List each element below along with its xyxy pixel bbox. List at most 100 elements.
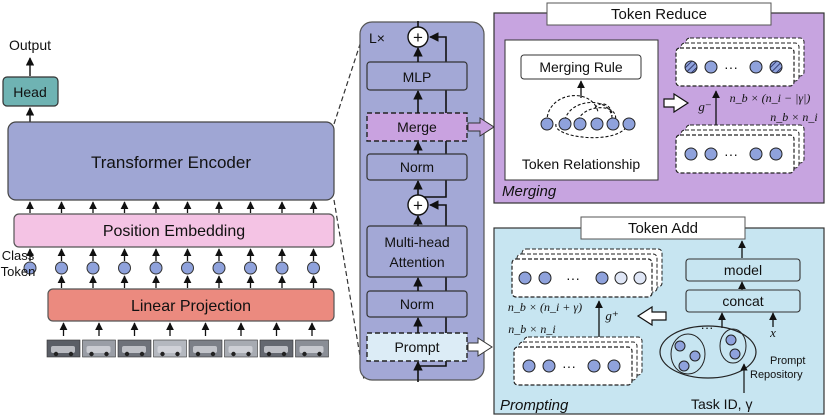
zoom-line-top bbox=[333, 31, 365, 125]
reduced-stack-front bbox=[675, 47, 795, 87]
input-token bbox=[149, 261, 163, 275]
token bbox=[633, 271, 647, 285]
norm-bottom-label: Norm bbox=[400, 296, 434, 312]
token bbox=[573, 117, 587, 131]
encoder-label: Transformer Encoder bbox=[91, 153, 251, 172]
token bbox=[684, 60, 698, 74]
attention-label-2: Attention bbox=[389, 254, 444, 270]
image-patch bbox=[82, 339, 116, 358]
merge-label: Merge bbox=[397, 119, 437, 135]
output-label: Output bbox=[9, 37, 51, 53]
mlp-box bbox=[366, 61, 468, 91]
zoom-line-bottom bbox=[333, 199, 365, 381]
input-token bbox=[212, 261, 226, 275]
token bbox=[674, 340, 686, 352]
add-shape-bottom: n_b × n_i bbox=[508, 322, 555, 336]
token bbox=[749, 60, 763, 74]
expanded-ellipsis: ··· bbox=[566, 270, 580, 286]
token bbox=[606, 117, 620, 131]
original-stack-front bbox=[675, 134, 795, 174]
input-tokens bbox=[522, 359, 621, 373]
layer-repeat-label: L× bbox=[369, 30, 385, 46]
token-reduce-title: Token Reduce bbox=[611, 6, 707, 23]
token bbox=[542, 359, 556, 373]
expanded-tokens bbox=[518, 271, 647, 285]
input-token bbox=[55, 261, 68, 275]
token bbox=[590, 117, 604, 131]
position-to-encoder-arrows bbox=[26, 201, 318, 213]
token bbox=[595, 271, 609, 285]
transformer-encoder-box bbox=[7, 121, 335, 201]
token-reduce-panel: Token Reduce Merging Rule Token Relation… bbox=[493, 2, 825, 204]
input-token bbox=[86, 261, 100, 275]
image-patch bbox=[295, 339, 329, 358]
prompt-repository bbox=[659, 325, 757, 379]
image-patch bbox=[46, 339, 81, 358]
token bbox=[725, 334, 737, 346]
head-box bbox=[2, 76, 59, 107]
attention-label-1: Multi-head bbox=[384, 234, 449, 250]
image-patches bbox=[46, 339, 329, 358]
prompt-group-a bbox=[670, 333, 706, 375]
linear-projection-label: Linear Projection bbox=[131, 298, 251, 315]
task-id-label: Task ID, γ bbox=[691, 396, 752, 412]
input-token bbox=[275, 261, 289, 275]
relationship-tokens bbox=[540, 117, 636, 131]
input-token bbox=[307, 261, 320, 275]
token bbox=[540, 117, 554, 131]
token bbox=[587, 359, 601, 373]
input-ellipsis: ··· bbox=[562, 358, 576, 374]
merge-to-reduce-arrow bbox=[467, 117, 495, 137]
reduced-ellipsis: ··· bbox=[724, 59, 738, 75]
token bbox=[558, 117, 572, 131]
g-minus-label: g⁻ bbox=[698, 99, 711, 114]
vit-overview: Output Head Transformer Encoder Position… bbox=[1, 37, 335, 358]
add-node-top-symbol: + bbox=[413, 28, 423, 47]
norm-top-label: Norm bbox=[400, 159, 434, 175]
encoder-block: L× Prompt Norm Multi-head Attention + No… bbox=[359, 21, 485, 382]
residual-bottom bbox=[418, 200, 447, 367]
token bbox=[689, 350, 701, 362]
token bbox=[678, 360, 690, 372]
token bbox=[704, 60, 718, 74]
input-token bbox=[23, 261, 37, 275]
token bbox=[769, 60, 783, 74]
prompt-label: Prompt bbox=[394, 339, 439, 355]
expanded-stack-front bbox=[511, 258, 653, 298]
add-node-bottom-symbol: + bbox=[413, 196, 423, 215]
input-token bbox=[118, 261, 131, 275]
token-add-panel: Token Add ··· n_b × (n_i + γ) n_b × n_i … bbox=[493, 216, 825, 415]
image-patch bbox=[153, 339, 187, 358]
token bbox=[729, 348, 741, 360]
norm-top-box bbox=[366, 153, 468, 181]
reduce-shape-bottom: n_b × n_i bbox=[770, 110, 817, 124]
token-row bbox=[23, 248, 320, 288]
token bbox=[769, 147, 783, 161]
model-label: model bbox=[724, 262, 762, 278]
token bbox=[684, 147, 698, 161]
token bbox=[522, 359, 536, 373]
prompt-repository-label-2: Repository bbox=[750, 369, 803, 381]
x-label: x bbox=[769, 325, 776, 340]
original-tokens bbox=[684, 147, 783, 161]
image-patch bbox=[259, 339, 294, 358]
image-patch bbox=[224, 339, 258, 358]
input-token bbox=[244, 261, 257, 275]
position-embedding-label: Position Embedding bbox=[103, 223, 245, 240]
concat-label: concat bbox=[722, 293, 763, 309]
input-token bbox=[181, 261, 194, 275]
mlp-label: MLP bbox=[403, 69, 432, 85]
prompt-group-b bbox=[719, 328, 747, 364]
patch-arrows bbox=[59, 322, 316, 336]
head-label: Head bbox=[13, 84, 46, 100]
token bbox=[614, 271, 628, 285]
original-ellipsis: ··· bbox=[724, 146, 738, 162]
relationship-arcs bbox=[546, 95, 629, 139]
g-plus-label: g⁺ bbox=[605, 308, 618, 323]
image-patch bbox=[188, 339, 223, 358]
repository-tokens bbox=[674, 334, 741, 372]
position-embedding-box bbox=[13, 213, 335, 248]
token bbox=[538, 271, 552, 285]
token bbox=[518, 271, 532, 285]
class-token-label-1: Class bbox=[2, 248, 35, 263]
